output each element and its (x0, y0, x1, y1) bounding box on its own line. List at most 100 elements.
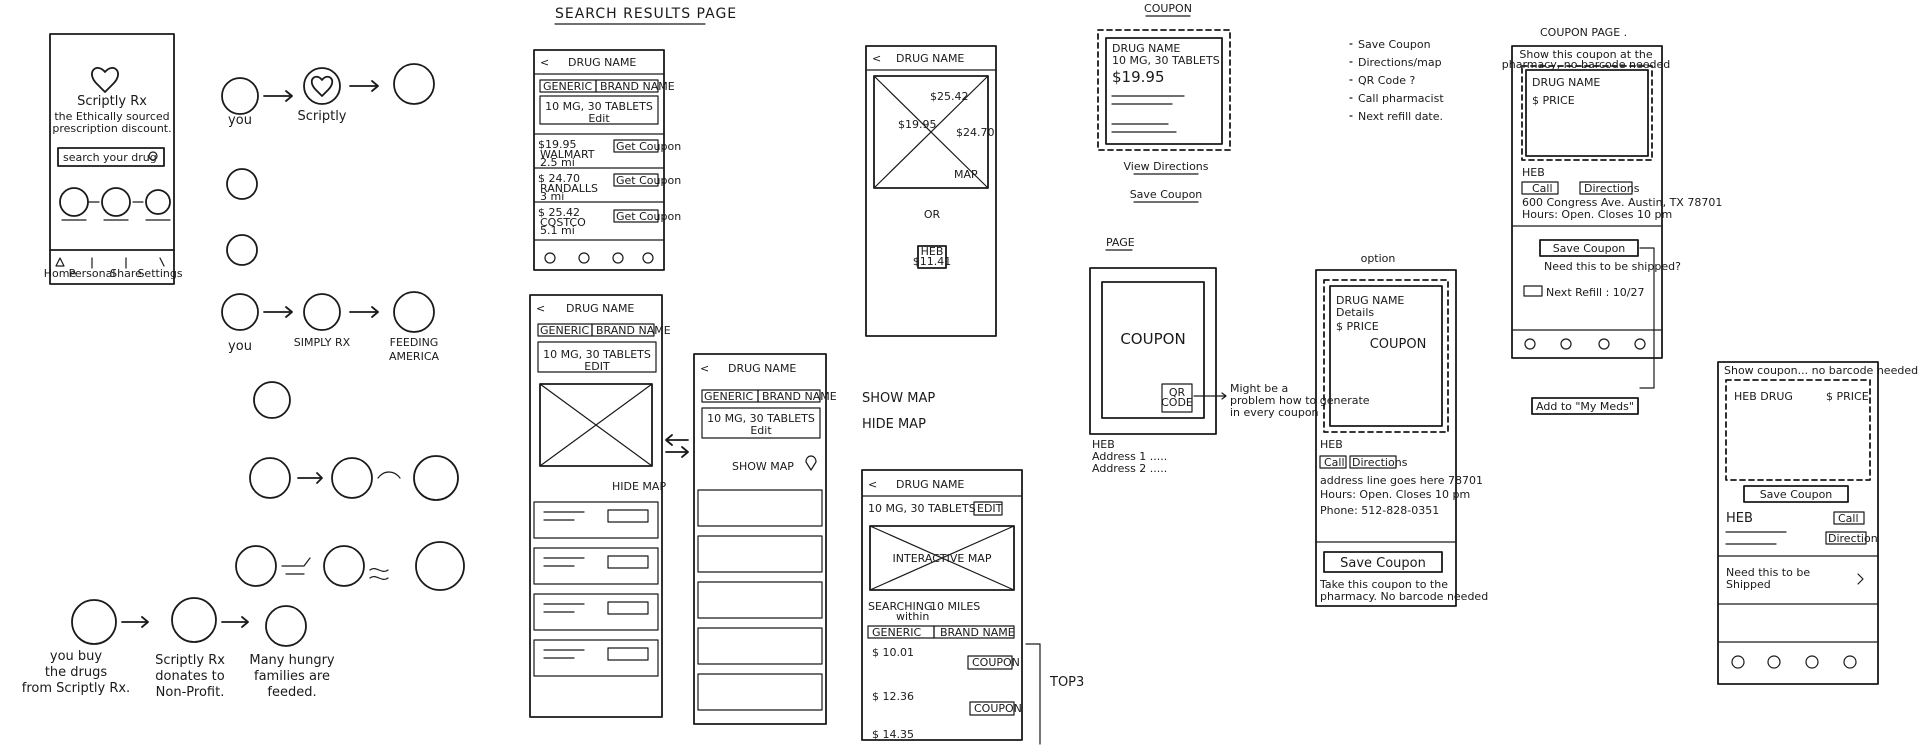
call-button[interactable] (1521, 181, 1559, 195)
hide-map-link[interactable]: HIDE MAP (612, 480, 666, 493)
final-directions-button[interactable] (1825, 531, 1867, 545)
heart-step-icon (101, 187, 131, 217)
back-icon[interactable]: < (536, 302, 545, 315)
tab-home[interactable]: Home (44, 267, 77, 280)
coupon-button-2[interactable] (969, 701, 1015, 716)
final-save-button[interactable] (1743, 485, 1849, 503)
get-coupon-button-3[interactable] (613, 209, 659, 223)
heart-logo-icon (91, 67, 119, 93)
brand-tab[interactable] (591, 323, 655, 337)
heart-icon (310, 75, 334, 97)
back-icon[interactable]: < (872, 52, 881, 65)
coupon-heading: COUPON (1144, 2, 1192, 15)
nav-dot[interactable] (1843, 655, 1857, 669)
nav-dot[interactable] (1560, 338, 1572, 350)
note-3: QR Code ? (1358, 74, 1415, 87)
arrow-icon (297, 472, 323, 484)
nav-dot[interactable] (1524, 338, 1536, 350)
nav-dot[interactable] (612, 252, 624, 264)
nav-dot[interactable] (578, 252, 590, 264)
result-row[interactable] (533, 547, 659, 585)
final-call-button[interactable] (1833, 511, 1865, 525)
final-store: HEB (1726, 511, 1753, 526)
result-row[interactable] (533, 593, 659, 631)
brand-tab[interactable] (757, 389, 821, 403)
person-rx-icon (226, 234, 258, 266)
get-coupon-button-1[interactable] (613, 139, 659, 153)
caption-you-2: the drugs (45, 665, 108, 680)
note-line-3: in every coupon (1230, 406, 1319, 419)
map-placeholder[interactable] (539, 383, 653, 467)
edit-link[interactable]: EDIT (584, 360, 610, 373)
call-button[interactable] (1319, 455, 1347, 469)
map-pin-2[interactable]: $19.95 (898, 118, 937, 131)
directions-button[interactable] (1579, 181, 1633, 195)
feature-notes: Save Coupon Directions/map QR Code ? Cal… (1349, 38, 1444, 123)
result-row[interactable] (697, 673, 823, 711)
add-my-meds-button[interactable] (1531, 397, 1639, 415)
result-row[interactable] (533, 501, 659, 539)
directions-button[interactable] (1349, 455, 1397, 469)
final-shipped-1[interactable]: Need this to be (1726, 566, 1810, 579)
get-coupon-label-1: Get Coupon (616, 140, 681, 153)
coupon-page-banner-1: Show this coupon at the (1519, 48, 1653, 61)
show-map-link[interactable]: SHOW MAP (732, 460, 794, 473)
result-row[interactable] (697, 581, 823, 619)
brand-tab[interactable] (595, 79, 659, 93)
row-detail (543, 509, 649, 523)
hungry-families-icon (265, 605, 307, 647)
heart-icon (323, 545, 365, 587)
nav-dot[interactable] (1805, 655, 1819, 669)
search-icon[interactable] (148, 151, 158, 161)
final-shipped-2[interactable]: Shipped (1726, 578, 1771, 591)
flow-you-1: you (228, 113, 252, 128)
option-hours: Hours: Open. Closes 10 pm (1320, 488, 1470, 501)
nav-dot[interactable] (1767, 655, 1781, 669)
edit-link[interactable]: Edit (588, 112, 610, 125)
back-icon[interactable]: < (700, 362, 709, 375)
page-store: HEB (1092, 438, 1115, 451)
nav-dot[interactable] (1598, 338, 1610, 350)
result-row[interactable] (697, 627, 823, 665)
interactive-map[interactable] (869, 525, 1015, 591)
nav-dot[interactable] (642, 252, 654, 264)
generic-label: GENERIC (872, 626, 922, 639)
brand-tab[interactable] (933, 625, 1015, 639)
get-coupon-button-2[interactable] (613, 173, 659, 187)
radius-label[interactable]: 10 MILES (930, 600, 980, 613)
back-icon[interactable]: < (868, 478, 877, 491)
nav-dot[interactable] (544, 252, 556, 264)
result-price-3: $ 25.42 (538, 206, 580, 219)
row-detail (543, 601, 649, 615)
result-row[interactable] (533, 639, 659, 677)
edit-button[interactable] (973, 501, 1003, 516)
option-save-button[interactable] (1323, 551, 1443, 573)
coupon-button-1[interactable] (967, 655, 1013, 670)
map-pin-3[interactable]: $24.70 (956, 126, 995, 139)
chevron-right-icon[interactable] (1857, 573, 1864, 585)
nav-dot[interactable] (1634, 338, 1646, 350)
tab-settings[interactable]: Settings (137, 267, 182, 280)
coupon-page-save-button[interactable] (1539, 239, 1639, 257)
home-search-input[interactable] (57, 147, 165, 167)
save-coupon-link[interactable]: Save Coupon (1130, 188, 1203, 201)
result-row[interactable] (697, 535, 823, 573)
qr-label-2: CODE (1161, 396, 1193, 409)
coupon-text-lines (1111, 95, 1185, 133)
result-row[interactable] (697, 489, 823, 527)
price-pin-callout[interactable] (917, 245, 947, 269)
brand-label: BRAND NAME (940, 626, 1015, 639)
option-drug-name: DRUG NAME (1336, 294, 1404, 307)
view-directions-link[interactable]: View Directions (1123, 160, 1208, 173)
note-4: Call pharmacist (1358, 92, 1444, 105)
tab-share[interactable]: Share (110, 267, 142, 280)
tab-personal[interactable]: Personal (69, 267, 116, 280)
search-back[interactable]: < (540, 56, 549, 69)
edit-link[interactable]: Edit (750, 424, 772, 437)
option-phone-frame (1315, 269, 1457, 607)
map-pin-1[interactable]: $25.42 (930, 90, 969, 103)
map-area[interactable] (873, 75, 989, 189)
nav-dot[interactable] (1731, 655, 1745, 669)
edit-label: EDIT (977, 502, 1003, 515)
